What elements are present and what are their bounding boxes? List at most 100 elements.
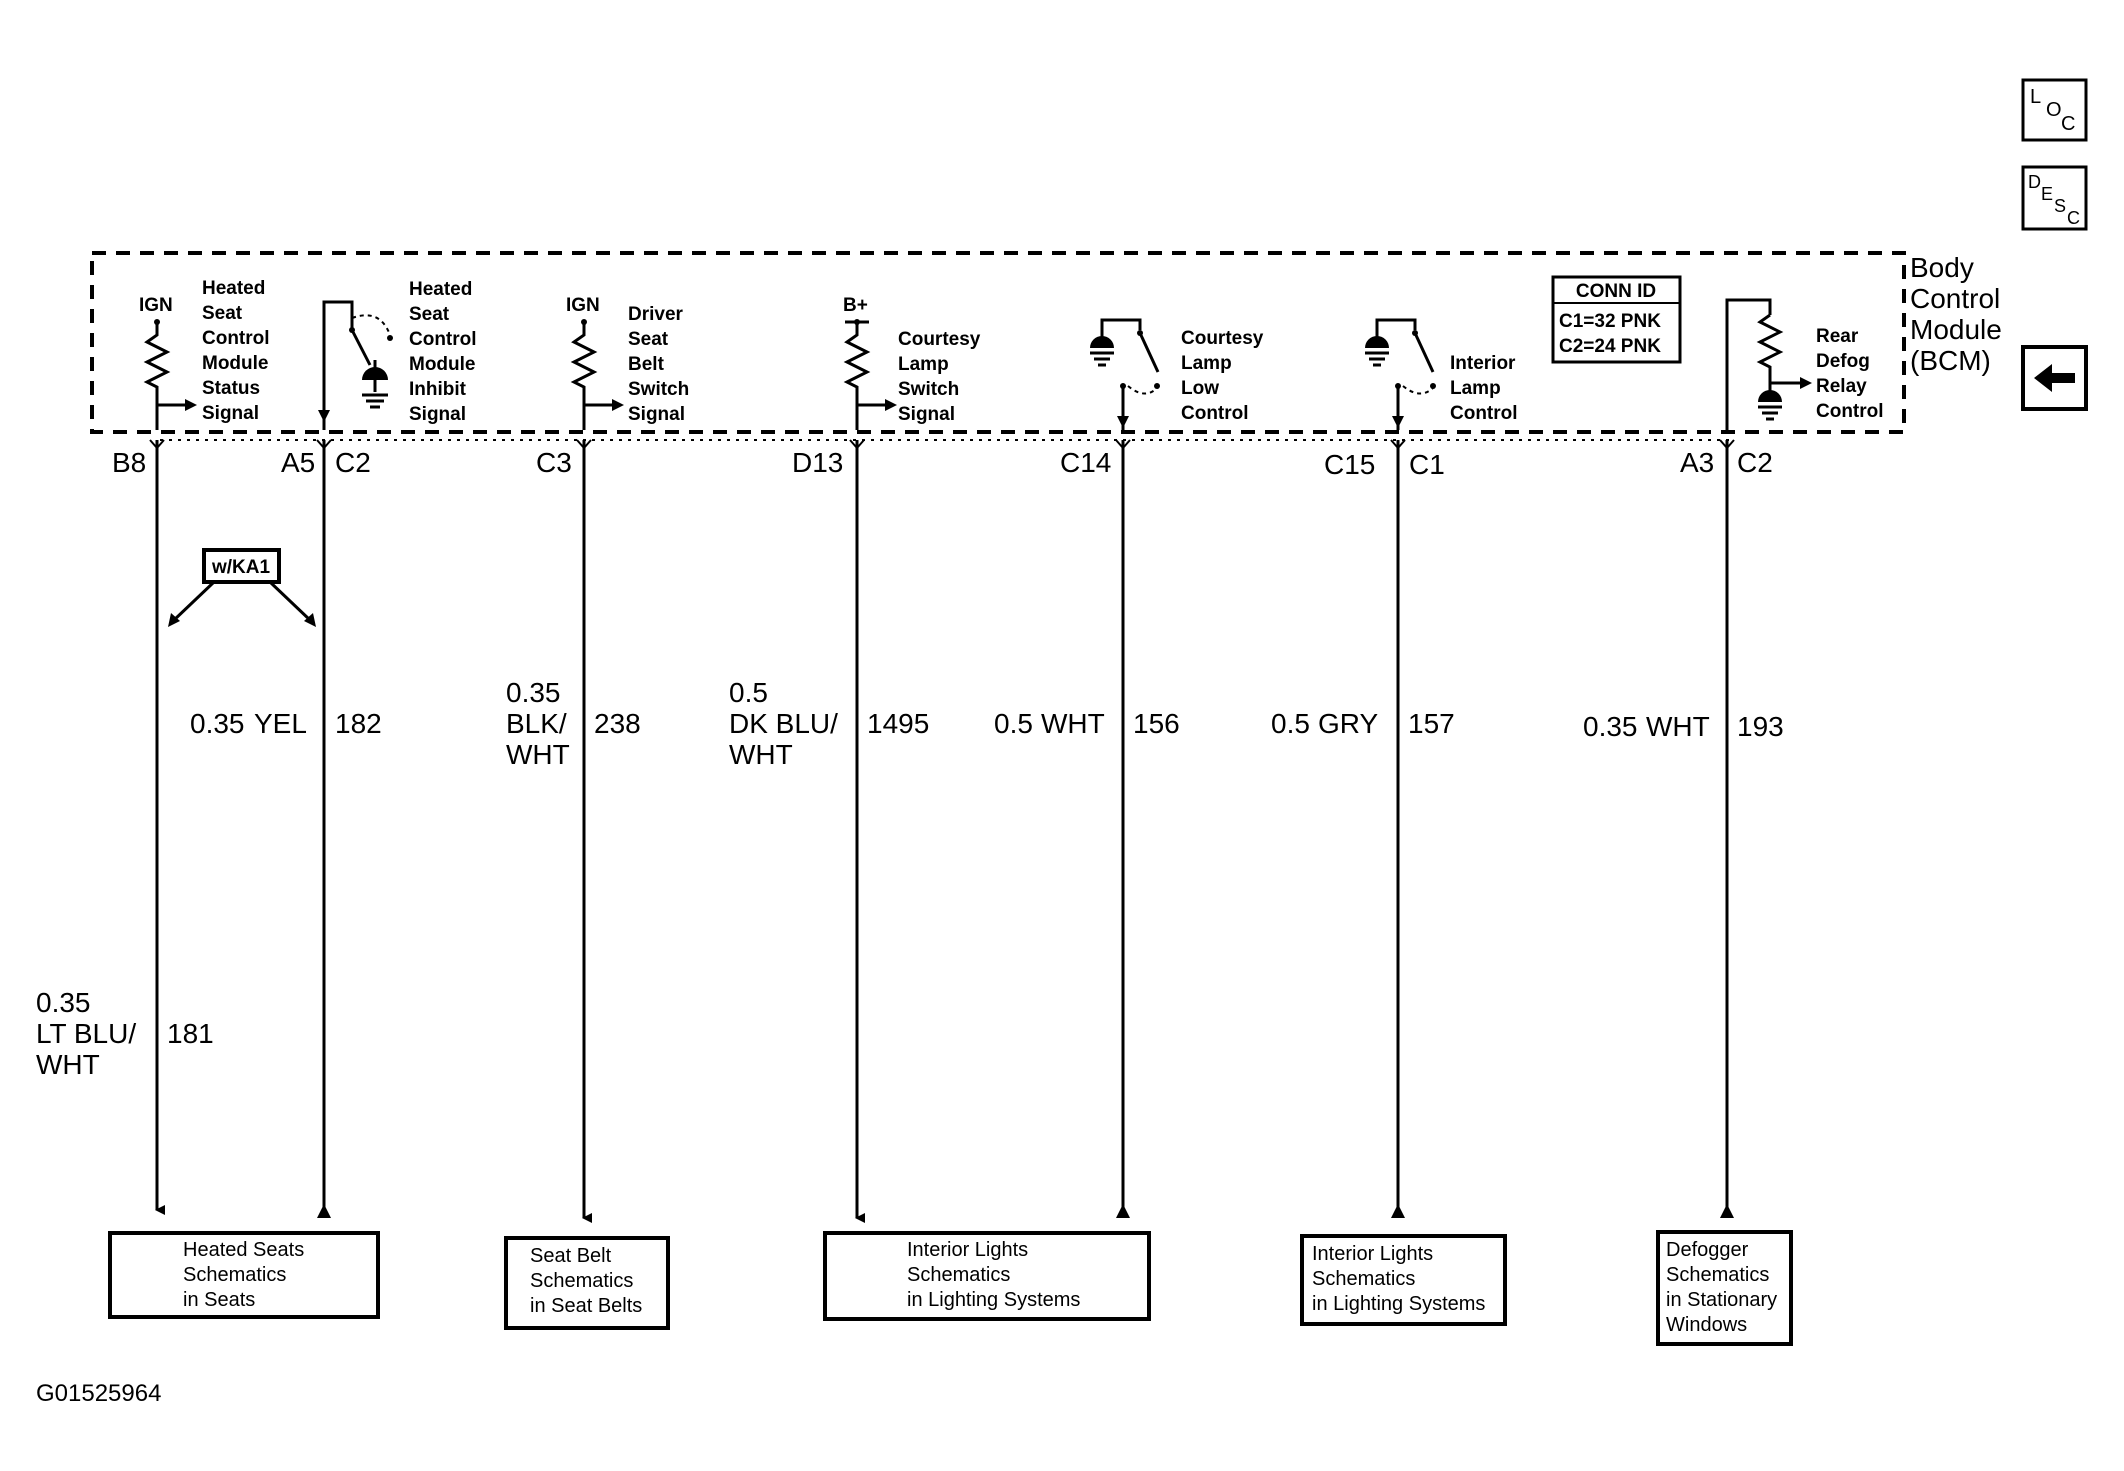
wire-color-157: GRY	[1318, 708, 1378, 739]
wire-size-157: 0.5	[1271, 708, 1310, 739]
wire-color-181-line-2: WHT	[36, 1049, 100, 1080]
function-1-line-0: Heated	[409, 279, 472, 300]
wire-color-238-line-1: BLK/	[506, 708, 567, 739]
function-0-line-0: Heated	[202, 278, 265, 299]
dest-interior-lights-1-line-3: in Lighting Systems	[907, 1289, 1080, 1311]
circuit-rear-defog-relay	[1719, 298, 1812, 1218]
svg-text:C: C	[2061, 113, 2075, 135]
circuit-number-193: 193	[1737, 711, 1784, 742]
svg-text:D: D	[2028, 172, 2041, 192]
dest-heated-seats-line-1: Heated Seats	[183, 1239, 304, 1261]
left-arrow-icon[interactable]	[2021, 345, 2088, 411]
circuit-driver-seat-belt	[570, 319, 624, 1223]
function-4-line-1: Lamp	[1181, 353, 1232, 374]
function-1-line-2: Control	[409, 329, 477, 350]
dest-interior-lights-2-line-1: Interior Lights	[1312, 1243, 1433, 1265]
desc-icon[interactable]: D E S C	[2021, 165, 2088, 231]
function-3-line-1: Lamp	[898, 354, 949, 375]
bcm-module-outline	[90, 251, 1906, 434]
connector-c2-a3: C2	[1737, 447, 1773, 478]
connector-c1: C1	[1409, 449, 1445, 480]
dest-defogger-line-1: Defogger	[1666, 1239, 1749, 1261]
function-0-line-2: Control	[202, 328, 270, 349]
function-0-line-1: Seat	[202, 303, 243, 324]
pin-b8: B8	[112, 447, 146, 478]
pin-c3: C3	[536, 447, 572, 478]
circuit-heated-seat-status	[143, 319, 197, 1215]
destination-heated-seats[interactable]: Heated Seats Schematics in Seats	[108, 1231, 380, 1319]
dest-defogger-line-2: Schematics	[1666, 1264, 1769, 1286]
source-label-ign-2: IGN	[566, 295, 600, 316]
dest-seat-belt-line-1: Seat Belt	[530, 1245, 612, 1267]
dest-interior-lights-2-line-2: Schematics	[1312, 1268, 1415, 1290]
wire-color-1495-line-1: DK BLU/	[729, 708, 838, 739]
destination-seat-belt[interactable]: Seat Belt Schematics in Seat Belts	[504, 1236, 670, 1330]
wire-color-1495-line-2: WHT	[729, 739, 793, 770]
wire-color-238-line-2: WHT	[506, 739, 570, 770]
dest-seat-belt-line-3: in Seat Belts	[530, 1295, 642, 1317]
function-1-line-5: Signal	[409, 404, 466, 425]
function-5-line-1: Lamp	[1450, 378, 1501, 399]
function-2-line-3: Switch	[628, 379, 689, 400]
figure-id: G01525964	[36, 1380, 161, 1407]
pin-a5: A5	[281, 447, 315, 478]
function-4-line-3: Control	[1181, 403, 1249, 424]
function-6-line-1: Defog	[1816, 351, 1870, 372]
function-3-line-2: Switch	[898, 379, 959, 400]
circuit-number-181: 181	[167, 1018, 214, 1049]
svg-text:E: E	[2041, 184, 2053, 204]
module-name-line-4: (BCM)	[1910, 345, 1991, 376]
dest-seat-belt-line-2: Schematics	[530, 1270, 633, 1292]
dest-heated-seats-line-2: Schematics	[183, 1264, 286, 1286]
circuit-interior-lamp-control	[1365, 318, 1436, 1218]
svg-text:L: L	[2030, 86, 2041, 108]
module-name-line-1: Body	[1910, 252, 1974, 283]
pin-d13: D13	[792, 447, 843, 478]
wire-size-1495: 0.5	[729, 677, 768, 708]
circuit-courtesy-lamp-low	[1090, 318, 1160, 1218]
pin-a3: A3	[1680, 447, 1714, 478]
dest-interior-lights-2-line-3: in Lighting Systems	[1312, 1293, 1485, 1315]
function-2-line-1: Seat	[628, 329, 669, 350]
dest-defogger-line-4: Windows	[1666, 1314, 1747, 1336]
svg-text:O: O	[2046, 99, 2062, 121]
function-5-line-2: Control	[1450, 403, 1518, 424]
function-2-line-4: Signal	[628, 404, 685, 425]
circuit-courtesy-lamp-switch	[843, 319, 897, 1223]
function-6-line-0: Rear	[1816, 326, 1859, 347]
function-3-line-3: Signal	[898, 404, 955, 425]
dest-heated-seats-line-3: in Seats	[183, 1289, 255, 1311]
destination-defogger[interactable]: Defogger Schematics in Stationary Window…	[1656, 1230, 1793, 1346]
loc-icon[interactable]: L O C	[2021, 78, 2088, 142]
function-0-line-3: Module	[202, 353, 269, 374]
conn-id-box: CONN ID C1=32 PNK C2=24 PNK	[1551, 275, 1682, 364]
option-tag-ka1: w/KA1	[168, 548, 316, 627]
wire-color-193: WHT	[1646, 711, 1710, 742]
source-label-batt: B+	[843, 295, 868, 316]
wire-size-182: 0.35	[190, 708, 245, 739]
wire-size-156: 0.5	[994, 708, 1033, 739]
function-1-line-1: Seat	[409, 304, 450, 325]
function-5-line-0: Interior	[1450, 353, 1516, 374]
connector-c2-a5: C2	[335, 447, 371, 478]
function-2-line-0: Driver	[628, 304, 684, 325]
destination-interior-lights-1[interactable]: Interior Lights Schematics in Lighting S…	[823, 1231, 1151, 1321]
function-2-line-2: Belt	[628, 354, 665, 375]
module-name-line-3: Module	[1910, 314, 2002, 345]
svg-text:S: S	[2054, 196, 2066, 216]
dest-defogger-line-3: in Stationary	[1666, 1289, 1777, 1311]
pin-c15: C15	[1324, 449, 1375, 480]
conn-id-title: CONN ID	[1576, 281, 1656, 302]
circuit-number-1495: 1495	[867, 708, 929, 739]
svg-text:C: C	[2067, 208, 2080, 228]
conn-id-line-2: C2=24 PNK	[1559, 336, 1661, 357]
destination-interior-lights-2[interactable]: Interior Lights Schematics in Lighting S…	[1300, 1234, 1507, 1326]
function-4-line-2: Low	[1181, 378, 1219, 399]
function-6-line-3: Control	[1816, 401, 1884, 422]
module-name-line-2: Control	[1910, 283, 2000, 314]
source-label-ign-1: IGN	[139, 295, 173, 316]
wire-color-182: YEL	[254, 708, 307, 739]
dest-interior-lights-1-line-1: Interior Lights	[907, 1239, 1028, 1261]
circuit-number-238: 238	[594, 708, 641, 739]
